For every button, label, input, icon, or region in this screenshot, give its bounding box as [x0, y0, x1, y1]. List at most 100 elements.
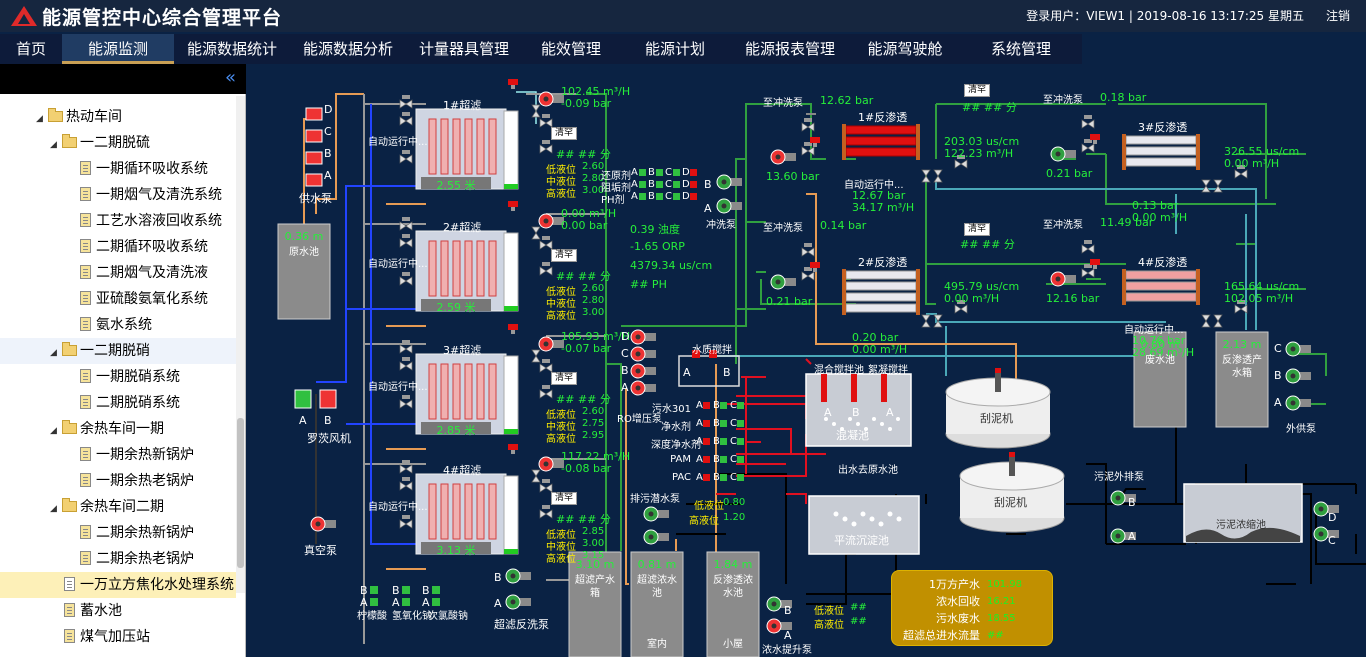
- valve-icon[interactable]: [539, 236, 553, 250]
- sidebar-item-16[interactable]: 二期余热新锅炉: [80, 520, 194, 546]
- valve-icon[interactable]: [399, 234, 413, 248]
- valve-icon[interactable]: [399, 477, 413, 491]
- collapse-icon[interactable]: «: [224, 67, 236, 88]
- sidebar-item-11[interactable]: 二期脱硝系统: [80, 390, 180, 416]
- expand-arrow-icon[interactable]: ◢: [50, 348, 57, 358]
- vertical-valve-icon[interactable]: [921, 314, 931, 328]
- backwash-pump-icon[interactable]: [505, 568, 531, 584]
- vertical-valve-icon[interactable]: [921, 169, 931, 183]
- valve-icon[interactable]: [539, 385, 553, 399]
- sidebar-item-3[interactable]: 一期烟气及清洗系统: [80, 182, 222, 208]
- valve-icon[interactable]: [539, 359, 553, 373]
- sludge-pump-icon[interactable]: [1313, 501, 1339, 517]
- sludge-pump-icon[interactable]: [1110, 528, 1136, 544]
- backwash-pump-icon[interactable]: [505, 594, 531, 610]
- valve-icon[interactable]: [1081, 115, 1095, 129]
- external-supply-pump-icon[interactable]: [1285, 368, 1311, 384]
- valve-icon[interactable]: [539, 479, 553, 493]
- sidebar-scroll-thumb[interactable]: [237, 418, 244, 568]
- vertical-valve-icon[interactable]: [1201, 314, 1211, 328]
- sidebar-item-4[interactable]: 工艺水溶液回收系统: [80, 208, 222, 234]
- valve-icon[interactable]: [539, 114, 553, 128]
- nav-item-9[interactable]: 系统管理: [990, 40, 1051, 58]
- valve-icon[interactable]: [1081, 240, 1095, 254]
- sidebar-item-9[interactable]: ◢一二期脱硝: [0, 338, 236, 364]
- valve-icon[interactable]: [801, 118, 815, 132]
- discharge-pump-icon[interactable]: [643, 506, 669, 522]
- nav-item-2[interactable]: 能源数据统计: [186, 40, 277, 58]
- vertical-valve-icon[interactable]: [933, 314, 943, 328]
- expand-arrow-icon[interactable]: ◢: [50, 504, 57, 514]
- valve-icon[interactable]: [399, 112, 413, 126]
- vertical-valve-icon[interactable]: [531, 104, 541, 118]
- nav-item-6[interactable]: 能源计划: [644, 40, 705, 58]
- sidebar-item-6[interactable]: 二期烟气及清洗液: [80, 260, 208, 286]
- nav-item-8[interactable]: 能源驾驶舱: [867, 40, 943, 58]
- sidebar-item-2[interactable]: 一期循环吸收系统: [80, 156, 208, 182]
- sidebar-item-17[interactable]: 二期余热老锅炉: [80, 546, 194, 572]
- vertical-valve-icon[interactable]: [531, 469, 541, 483]
- external-supply-pump-icon[interactable]: [1285, 341, 1311, 357]
- valve-icon[interactable]: [399, 150, 413, 164]
- valve-icon[interactable]: [399, 95, 413, 109]
- valve-icon[interactable]: [539, 262, 553, 276]
- ro-pump-icon[interactable]: [1050, 146, 1076, 162]
- nav-item-3[interactable]: 能源数据分析: [302, 40, 393, 58]
- discharge-pump-icon[interactable]: [643, 529, 669, 545]
- expand-arrow-icon[interactable]: ◢: [36, 114, 43, 124]
- nav-item-1[interactable]: 能源监测: [62, 34, 174, 64]
- valve-icon[interactable]: [539, 140, 553, 154]
- sidebar-item-12[interactable]: ◢余热车间一期: [50, 416, 164, 442]
- valve-icon[interactable]: [399, 395, 413, 409]
- ro-booster-pump-icon[interactable]: [630, 346, 656, 362]
- valve-icon[interactable]: [399, 340, 413, 354]
- valve-icon[interactable]: [1081, 139, 1095, 153]
- nav-item-5[interactable]: 能效管理: [540, 40, 601, 58]
- vertical-valve-icon[interactable]: [531, 226, 541, 240]
- vertical-valve-icon[interactable]: [933, 169, 943, 183]
- valve-icon[interactable]: [399, 460, 413, 474]
- sidebar-item-18[interactable]: 一万立方焦化水处理系统: [0, 572, 236, 598]
- sidebar-item-7[interactable]: 亚硫酸氨氧化系统: [80, 286, 208, 312]
- ro-booster-pump-icon[interactable]: [630, 329, 656, 345]
- uf-pump-icon[interactable]: [538, 213, 564, 229]
- expand-arrow-icon[interactable]: ◢: [50, 140, 57, 150]
- sidebar-item-13[interactable]: 一期余热新锅炉: [80, 442, 194, 468]
- flush-pump-icon[interactable]: [716, 174, 742, 190]
- ro-booster-pump-icon[interactable]: [630, 380, 656, 396]
- valve-icon[interactable]: [399, 217, 413, 231]
- logout-link[interactable]: 注销: [1325, 9, 1350, 23]
- sidebar-item-20[interactable]: 煤气加压站: [64, 624, 150, 650]
- sidebar-scrollbar[interactable]: [236, 96, 245, 593]
- uf-pump-icon[interactable]: [538, 336, 564, 352]
- ro-pump-icon[interactable]: [770, 274, 796, 290]
- valve-icon[interactable]: [801, 267, 815, 281]
- vertical-valve-icon[interactable]: [1213, 179, 1223, 193]
- valve-icon[interactable]: [1081, 264, 1095, 278]
- vertical-valve-icon[interactable]: [1213, 314, 1223, 328]
- uf-pump-icon[interactable]: [538, 91, 564, 107]
- vertical-valve-icon[interactable]: [531, 349, 541, 363]
- sidebar-item-19[interactable]: 蓄水池: [64, 598, 122, 624]
- valve-icon[interactable]: [539, 505, 553, 519]
- sidebar-item-0[interactable]: ◢热动车间: [36, 104, 122, 130]
- valve-icon[interactable]: [954, 155, 968, 169]
- sidebar-item-15[interactable]: ◢余热车间二期: [50, 494, 164, 520]
- external-supply-pump-icon[interactable]: [1285, 395, 1311, 411]
- valve-icon[interactable]: [1234, 165, 1248, 179]
- sidebar-item-8[interactable]: 氨水系统: [80, 312, 152, 338]
- valve-icon[interactable]: [399, 272, 413, 286]
- expand-arrow-icon[interactable]: ◢: [50, 426, 57, 436]
- sludge-pump-icon[interactable]: [1110, 490, 1136, 506]
- nav-item-7[interactable]: 能源报表管理: [744, 40, 835, 58]
- valve-icon[interactable]: [801, 142, 815, 156]
- sidebar-item-14[interactable]: 一期余热老锅炉: [80, 468, 194, 494]
- sidebar-item-5[interactable]: 二期循环吸收系统: [80, 234, 208, 260]
- uf-pump-icon[interactable]: [538, 456, 564, 472]
- valve-icon[interactable]: [954, 300, 968, 314]
- lift-pump-icon[interactable]: [766, 596, 792, 612]
- vacuum-pump-icon[interactable]: [310, 516, 336, 532]
- valve-icon[interactable]: [399, 357, 413, 371]
- nav-item-0[interactable]: 首页: [15, 40, 46, 58]
- sidebar-item-1[interactable]: ◢一二期脱硫: [50, 130, 150, 156]
